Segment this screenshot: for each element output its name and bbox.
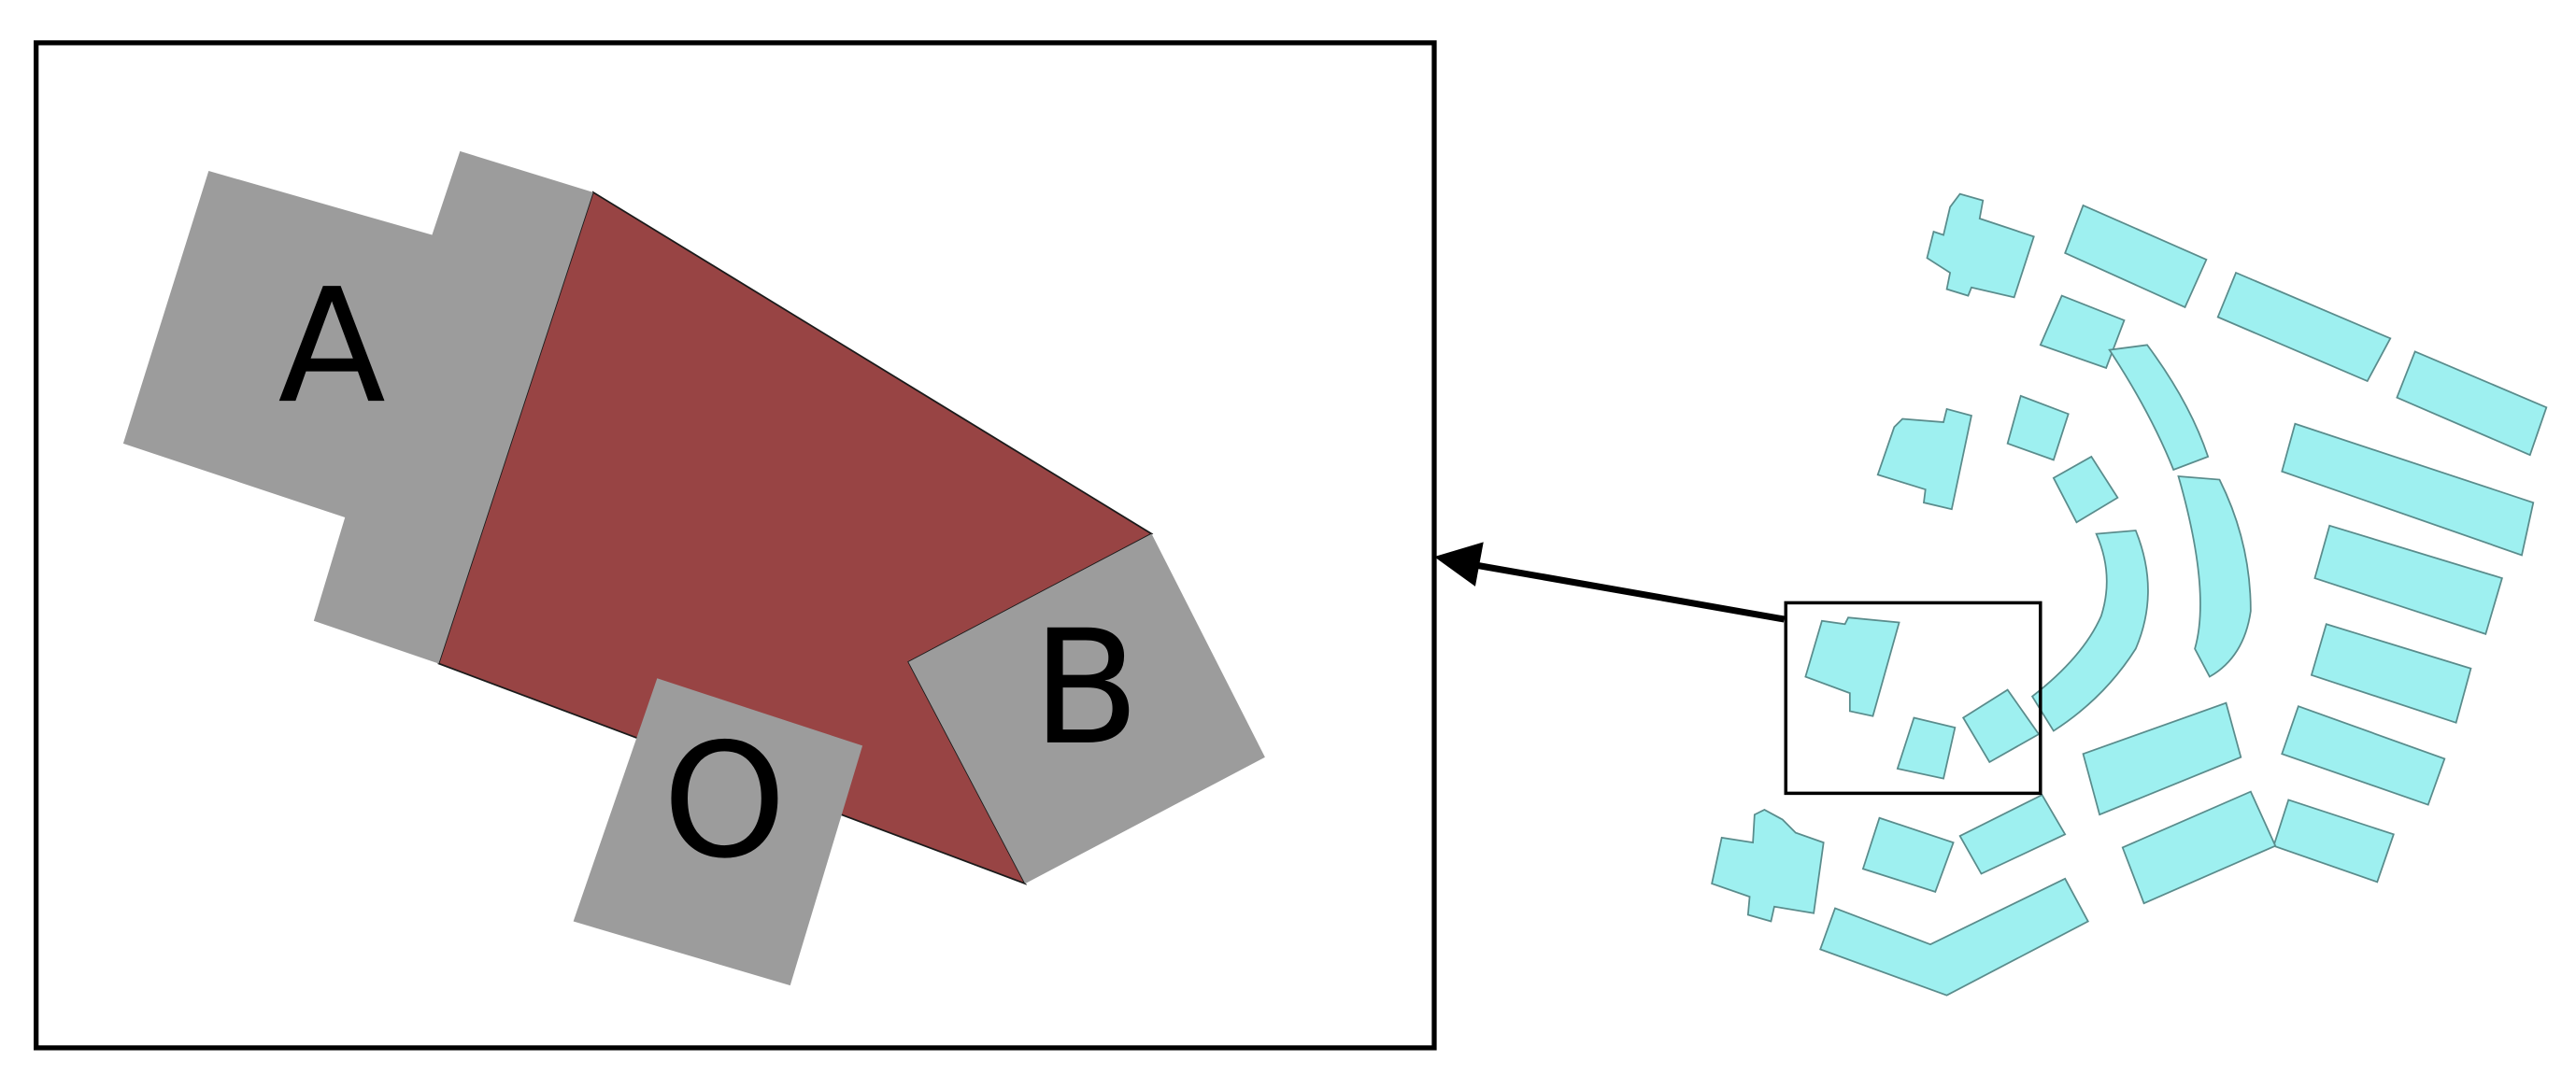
- site-building: [2052, 455, 2119, 524]
- site-building: [2108, 344, 2210, 472]
- site-building: [1896, 716, 1957, 780]
- site-building: [2039, 294, 2126, 370]
- label-o: O: [662, 709, 787, 893]
- site-building: [2177, 475, 2252, 678]
- pointer-arrow: [1433, 542, 1786, 623]
- site-building: [1819, 877, 2089, 997]
- site-building: [2310, 623, 2472, 724]
- building-o: [573, 678, 863, 986]
- site-building: [1711, 808, 1825, 923]
- selection-box: [1784, 601, 2042, 796]
- site-building: [2082, 701, 2242, 816]
- site-building: [1926, 192, 2035, 299]
- site-building: [1876, 407, 1972, 511]
- site-building: [2030, 530, 2149, 732]
- site-building: [2396, 350, 2548, 457]
- site-building: [1961, 688, 2041, 764]
- site-building: [2281, 422, 2535, 557]
- site-building: [2006, 394, 2070, 461]
- site-building: [2313, 524, 2503, 635]
- site-building: [2272, 799, 2395, 884]
- label-b: B: [1032, 596, 1140, 780]
- label-a: A: [278, 254, 385, 438]
- site-building: [1804, 616, 1900, 717]
- building-b: [908, 533, 1265, 884]
- site-building: [1861, 816, 1955, 893]
- building-a: [122, 150, 593, 664]
- site-building: [2121, 790, 2277, 905]
- site-plan: [1711, 192, 2548, 997]
- arrow-head-icon: [1433, 542, 1484, 587]
- arrow-shaft: [1474, 561, 1786, 623]
- site-building: [2216, 271, 2392, 383]
- site-building: [2281, 705, 2446, 806]
- site-building: [1958, 793, 2067, 875]
- detail-panel: A B O: [34, 40, 1437, 1051]
- site-building: [2064, 204, 2208, 309]
